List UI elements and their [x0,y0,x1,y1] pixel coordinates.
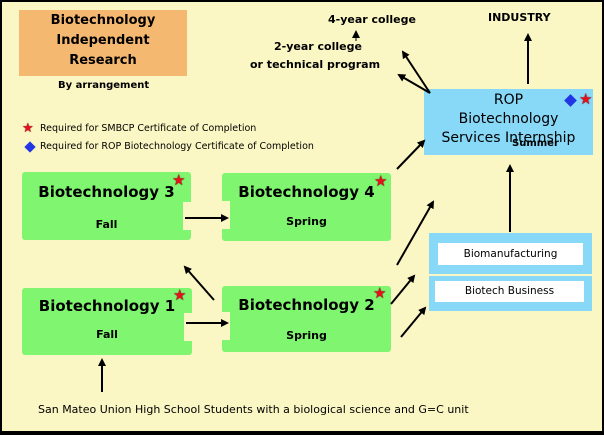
electives-box-2: Biotech Business [429,276,592,311]
notch [184,313,192,341]
internship-line-1: ROP [493,92,524,108]
course-biotech-3: Biotechnology 3 Fall ★ [22,172,191,240]
notch [183,202,191,230]
industry-label: INDUSTRY [488,11,551,24]
research-title-1: Biotechnology [50,13,156,28]
four-year-college: 4-year college [328,13,416,26]
star-icon: ★ [374,172,388,190]
elective-biomanufacturing: Biomanufacturing [438,243,583,265]
arrow [396,139,426,170]
research-box: Biotechnology Independent Research [19,10,187,76]
course-term: Spring [286,215,327,228]
legend-star-text: Required for SMBCP Certificate of Comple… [40,123,257,134]
internship-line-2: Biotechnology [458,111,559,127]
electives-box-1: Biomanufacturing [429,233,592,274]
star-icon: ★ [22,121,34,136]
arrow [400,306,427,338]
course-biotech-2: Biotechnology 2 Spring ★ [222,286,391,352]
entry-text: San Mateo Union High School Students wit… [38,403,469,416]
course-term: Spring [286,329,327,342]
star-icon: ★ [173,286,187,304]
course-term: Fall [96,328,118,341]
elective-biotech-business: Biotech Business [435,281,584,302]
course-title: Biotechnology 2 [238,296,375,314]
arrow [401,50,431,94]
legend-diamond-text: Required for ROP Biotechnology Certifica… [40,141,314,152]
internship-box: ROP Biotechnology Services Internship ★ [424,89,593,155]
course-title: Biotechnology 3 [38,183,175,201]
research-note: By arrangement [58,80,150,91]
arrow [390,274,416,305]
star-icon: ★ [579,90,593,108]
research-title-2: Independent [56,33,150,48]
two-year-college-1: 2-year college [274,40,362,53]
course-title: Biotechnology 4 [238,183,375,201]
star-icon: ★ [172,171,186,189]
two-year-college-2: or technical program [250,58,381,71]
internship-term: Summer [512,138,559,149]
research-title-3: Research [69,53,137,68]
star-icon: ★ [373,284,387,302]
arrow [397,73,431,94]
course-biotech-1: Biotechnology 1 Fall ★ [22,288,192,355]
course-title: Biotechnology 1 [38,297,176,315]
course-term: Fall [95,218,118,231]
arrow [396,200,434,266]
internship-line-3: Services Internship [441,130,576,146]
arrow [183,265,215,301]
